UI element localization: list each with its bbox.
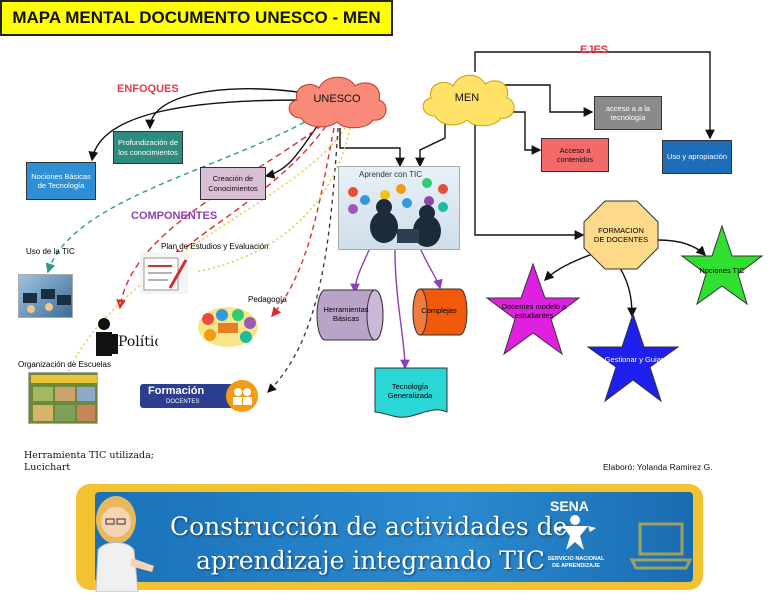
box-creacion: Creación de Conocimientos [200,167,266,200]
banner-line2: aprendizaje integrando TIC [196,546,545,575]
politica-caption: Política [118,334,158,350]
formacion-caption: Formación [148,385,205,397]
laptop-icon [629,522,693,570]
men-cloud [422,74,515,127]
label-enfoques: ENFOQUES [117,83,179,95]
connector-lines [45,51,715,393]
formacion-docentes-node: FORMACION DE DOCENTES [593,225,649,244]
aprender-tic-caption: Aprender con TIC [359,170,422,179]
complejas-node: Complejas [421,306,457,316]
footer-elaboro: Elaboró: Yolanda Ramirez G. [603,462,713,472]
label-componentes: COMPONENTES [131,210,218,222]
organizacion-image [28,372,98,424]
complejas-cylinder [412,288,468,336]
plan-estudios-image [140,252,188,294]
formacion-docentes-image: Formación DOCENTES [140,380,258,412]
banner-panel [95,492,693,582]
unesco-cloud [288,76,387,129]
box-acceso-tecnologia: acceso a a la tecnología [594,96,662,130]
uso-tic-image [18,274,73,318]
sena-logo: SENA SERVICIO NACIONAL DE APRENDIZAJE [532,498,618,578]
box-nociones-basicas: Nociones Básicas de Tecnología [26,162,96,200]
page-title: MAPA MENTAL DOCUMENTO UNESCO - MEN [0,0,393,36]
footer-lucichart: Lucichart [24,462,71,473]
nociones-tic-star [680,224,764,306]
caption-uso-tic: Uso de la TIC [26,247,75,256]
box-acceso-contenidos: Acceso a contenidos [541,138,609,172]
formacion-docentes-shape [583,200,659,270]
docentes-modelo-star [485,262,581,356]
caption-pedagogia: Pedagogía [248,295,287,304]
herramientas-basicas-cylinder [316,289,384,341]
unesco-node: UNESCO [313,93,361,105]
sena-title: SENA [550,498,589,514]
caption-organizacion: Organización de Escuelas [18,360,111,369]
politica-image: Política [92,316,158,358]
nociones-tic-label: Nociones TIC [699,266,745,275]
sena-subtitle-1: SERVICIO NACIONAL [547,556,605,562]
banner-line1: Construcción de actividades de [170,512,568,541]
docentes-modelo-label: Docentes modelo a estudiantes [501,302,567,321]
men-node: MEN [454,92,480,104]
tecnologia-generalizada-shape [374,367,448,418]
caption-plan-estudios: Plan de Estudios y Evaluación [161,242,269,251]
docentes-caption: DOCENTES [166,399,200,405]
box-uso-apropiacion: Uso y apropiación [662,140,732,174]
herramientas-basicas-node: Herramientas Básicas [323,304,369,323]
tecnologia-generalizada-node: Tecnología Generalizada [387,381,433,400]
aprender-tic-image: Aprender con TIC [338,166,460,250]
sena-subtitle-2: DE APRENDIZAJE [552,563,600,569]
label-ejes: EJES [580,44,609,56]
instructor-avatar [95,496,154,592]
gestionar-guiar-star [586,312,680,403]
gestionar-guiar-label: Gestionar y Guiar [604,355,664,364]
footer-herramienta: Herramienta TIC utilizada; [24,450,154,461]
pedagogia-image [196,305,260,349]
box-profundizacion: Profundización de los conocimientos [113,131,183,164]
